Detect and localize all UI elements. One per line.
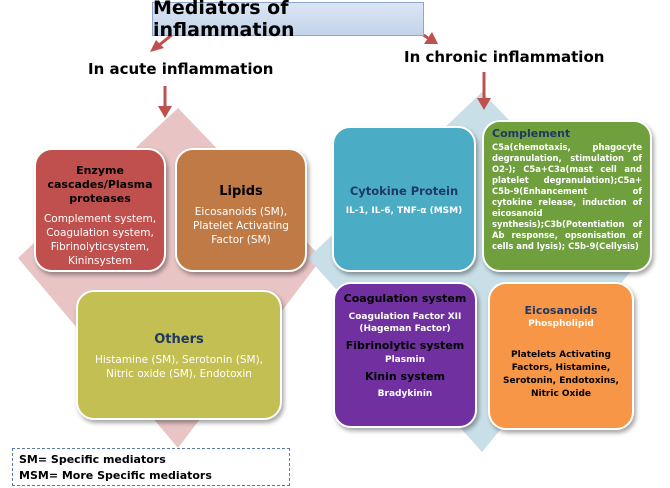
legend-msm: MSM= More Specific mediators — [19, 469, 212, 482]
others-body: Histamine (SM), Serotonin (SM), Nitric o… — [94, 354, 264, 380]
diagram-title: Mediators of inflammation — [152, 0, 424, 41]
kinin-sub: Bradykinin — [377, 389, 433, 399]
enzyme-title: Enzyme cascades/Plasma proteases — [47, 164, 153, 205]
kinin-title: Kinin system — [364, 370, 445, 383]
lipids-title: Lipids — [219, 184, 263, 199]
lipids-card: Lipids Eicosanoids (SM), Platelet Activa… — [175, 148, 307, 272]
acute-heading: In acute inflammation — [88, 60, 274, 78]
others-card: Others Histamine (SM), Serotonin (SM), N… — [76, 290, 282, 420]
coag-title: Coagulation system — [343, 292, 467, 305]
others-title: Others — [154, 332, 204, 347]
legend-box: SM= Specific mediators MSM= More Specifi… — [12, 448, 290, 486]
cytokine-body: IL-1, IL-6, TNF-α (MSM) — [345, 206, 463, 216]
lipids-body: Eicosanoids (SM), Platelet Activating Fa… — [193, 206, 289, 246]
eicosanoids-card: Eicosanoids Phospholipid Platelets Activ… — [488, 282, 634, 430]
complement-card: Complement C5a(chemotaxis, phagocyte deg… — [482, 120, 652, 272]
fibrinolytic-title: Fibrinolytic system — [345, 339, 465, 352]
eicosanoids-sub: Phospholipid — [528, 319, 594, 329]
enzyme-body: Complement system, Coagulation system, F… — [43, 213, 157, 267]
chronic-heading: In chronic inflammation — [404, 48, 605, 66]
fibrinolytic-sub: Plasmin — [385, 355, 425, 365]
legend-sm: SM= Specific mediators — [19, 453, 166, 466]
coag-sub: Coagulation Factor XII (Hageman Factor) — [348, 312, 462, 334]
cytokine-title: Cytokine Protein — [349, 184, 459, 198]
cytokine-card: Cytokine Protein IL-1, IL-6, TNF-α (MSM) — [332, 126, 476, 272]
arrow-chronic-down — [477, 72, 491, 110]
arrow-acute-down — [158, 86, 172, 118]
complement-title: Complement — [492, 127, 571, 140]
coagulation-card: Coagulation system Coagulation Factor XI… — [333, 282, 477, 428]
complement-body: C5a(chemotaxis, phagocyte degranulation,… — [492, 142, 642, 251]
eicosanoids-body: Platelets Activating Factors, Histamine,… — [503, 350, 619, 399]
eicosanoids-title: Eicosanoids — [524, 304, 598, 317]
enzyme-card: Enzyme cascades/Plasma proteases Complem… — [34, 148, 166, 272]
